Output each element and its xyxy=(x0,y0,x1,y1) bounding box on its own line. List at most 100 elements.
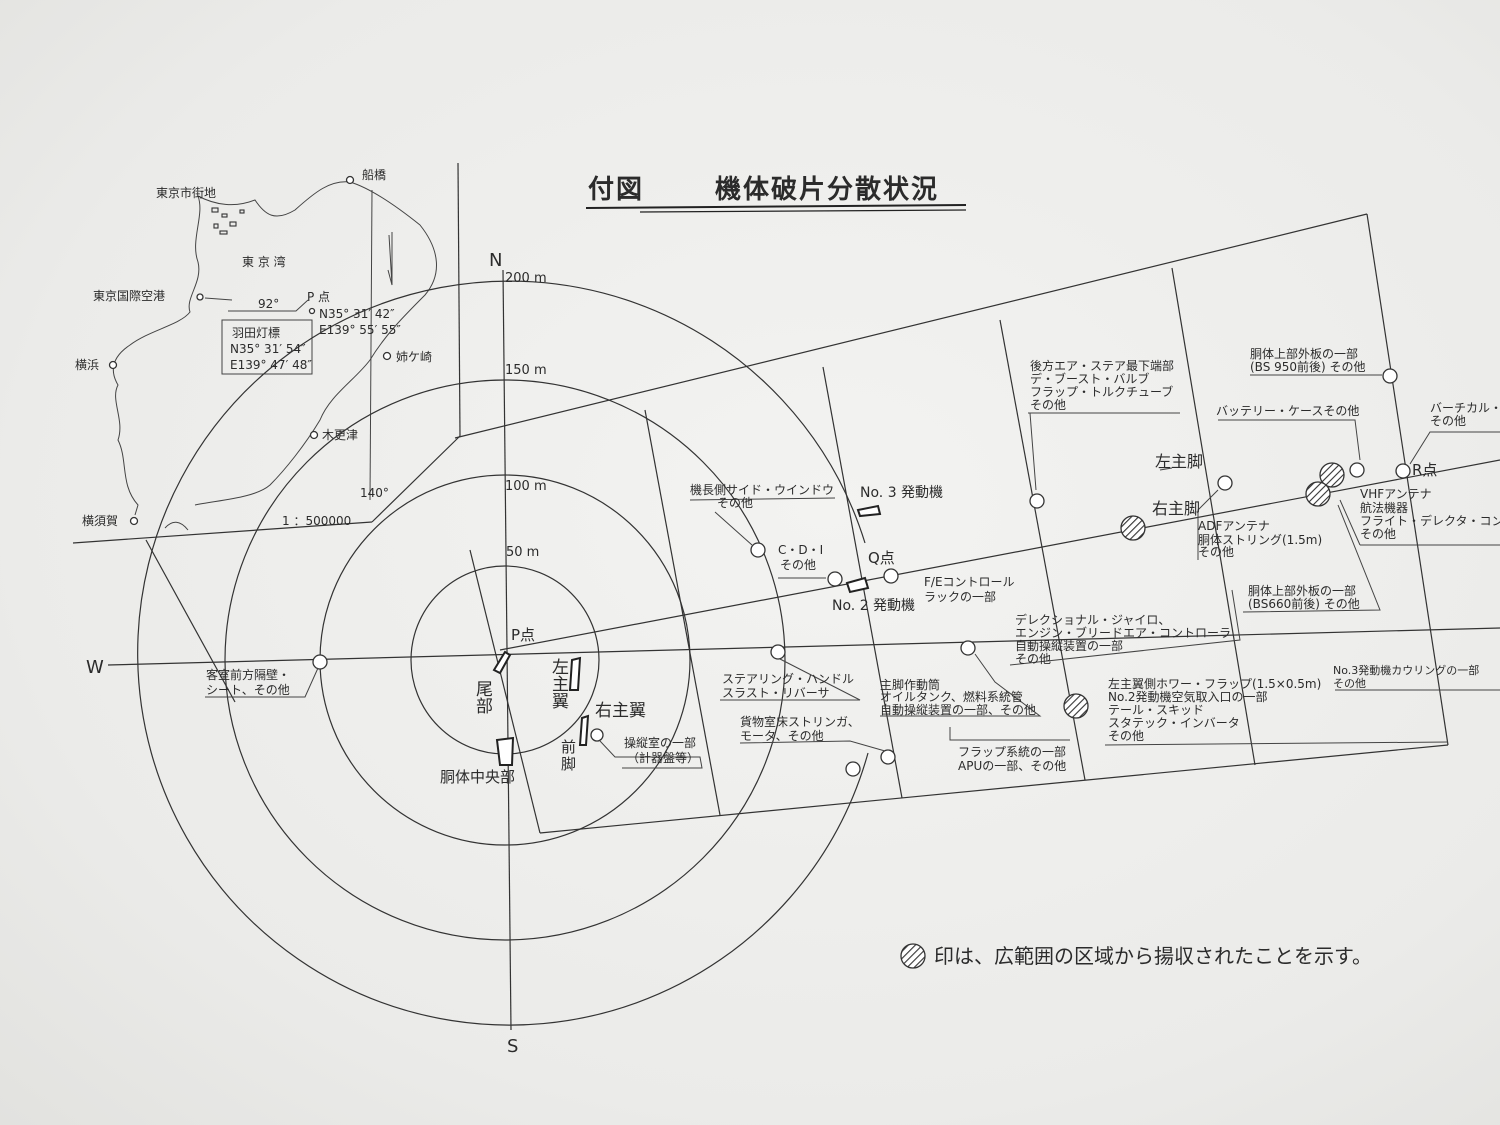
label-steer-2: スラスト・リバーサ xyxy=(722,686,830,700)
label-aft-3: フラップ・トルクチューブ xyxy=(1030,384,1173,399)
label-window-2: その他 xyxy=(717,496,753,510)
marker-cargo xyxy=(845,761,861,777)
no2-engine-symbol xyxy=(845,576,870,594)
point-r-label: R点 xyxy=(1412,461,1437,479)
tail-piece-symbol xyxy=(492,650,512,675)
label-angle: 92° xyxy=(258,297,279,311)
marker-battery xyxy=(1349,462,1365,478)
label-gyro-3: 自動操縦装置の一部 xyxy=(1015,638,1123,653)
ring-200m xyxy=(137,280,869,1026)
label-vertical-2: その他 xyxy=(1430,414,1466,428)
point-q-label: Q点 xyxy=(868,549,895,567)
label-right-wing: 右主翼 xyxy=(595,701,646,721)
label-gear-act-2: オイルタンク、燃料系統管 xyxy=(880,689,1023,704)
grid-0 xyxy=(469,549,541,834)
label-left-wing-3: 翼 xyxy=(552,692,569,712)
label-gyro-1: デレクショナル・ジャイロ、 xyxy=(1015,612,1170,627)
label-lwflap-3: テール・スキッド xyxy=(1108,703,1204,717)
no3-engine-symbol xyxy=(856,504,882,518)
label-bs950-2: (BS 950前後) その他 xyxy=(1250,359,1366,374)
label-beacon-lat: N35° 31′ 54″ xyxy=(230,342,306,356)
label-lwflap-2: No.2発動機空気取入口の一部 xyxy=(1108,689,1268,704)
corridor-upper-edge xyxy=(454,213,1368,439)
marker-gear-act xyxy=(880,749,896,765)
label-vhf-4: その他 xyxy=(1360,527,1396,541)
label-yokosuka: 横須賀 xyxy=(82,514,118,528)
label-lwflap-1: 左主翼側ホワー・フラップ(1.5×0.5m) xyxy=(1108,676,1321,691)
title-block: 付図 機体破片分散状況 xyxy=(585,175,967,213)
marker-bs950 xyxy=(1382,368,1398,384)
label-bs660-2: (BS660前後) その他 xyxy=(1248,596,1360,611)
compass-w: W xyxy=(86,657,104,678)
inset-map: 船橋 東京市街地 東 京 湾 東京国際空港 92° P 点 N35° 31′ 4… xyxy=(75,168,437,531)
anegasaki-marker xyxy=(382,351,392,361)
label-cockpit-2: （計器盤等） xyxy=(627,750,699,765)
marker-cdi xyxy=(827,571,843,587)
label-lwflap-4: スタテック・インバータ xyxy=(1108,716,1240,730)
hatched-marker-right-gear xyxy=(1120,515,1146,541)
label-kisarazu: 木更津 xyxy=(322,428,358,442)
flight-track xyxy=(499,459,1500,651)
label-flap-sys-2: APUの一部、その他 xyxy=(958,758,1066,773)
label-gyro-2: エンジン・ブリードエア・コントローラ xyxy=(1015,625,1231,640)
label-haneda-airport: 東京国際空港 xyxy=(93,289,165,303)
point-p-label: P点 xyxy=(511,626,535,644)
label-gear-act-3: 自動操縦装置の一部、その他 xyxy=(880,702,1036,717)
ring-150m xyxy=(224,379,786,941)
kisarazu-marker xyxy=(309,430,319,440)
compass-axes: N S W xyxy=(86,250,1500,1057)
label-tokyo-bay: 東 京 湾 xyxy=(242,254,286,269)
label-aft-1: 後方エア・ステア最下端部 xyxy=(1030,358,1174,373)
debris-field-grid xyxy=(145,213,1500,834)
inset-west-coast xyxy=(112,195,201,516)
marker-gyro xyxy=(960,640,976,656)
title-main: 機体破片分散状況 xyxy=(715,175,939,205)
marker-adf xyxy=(1217,475,1233,491)
label-tail-1: 尾 xyxy=(476,680,493,700)
label-nose-gear-2: 脚 xyxy=(561,755,576,773)
label-lon140: 140° xyxy=(360,486,389,500)
label-funabashi: 船橋 xyxy=(362,168,386,182)
label-left-gear: 左主脚 xyxy=(1155,452,1203,471)
title-underline-2 xyxy=(639,209,967,213)
label-fe-2: ラックの一部 xyxy=(924,589,996,604)
hatched-marker-bs660 xyxy=(1305,481,1331,507)
label-window-1: 機長側サイド・ウインドウ xyxy=(690,482,834,497)
label-vhf-3: フライト・デレクタ・コン xyxy=(1360,513,1500,528)
label-no3cowl-1: No.3発動機カウリングの一部 xyxy=(1333,663,1479,677)
label-vhf-2: 航法機器 xyxy=(1360,500,1408,515)
ring-label-50: 50 m xyxy=(506,545,539,560)
inset-east-coast xyxy=(194,181,437,506)
ew-axis xyxy=(107,627,1500,666)
marker-steering xyxy=(770,644,786,660)
grid-west-a xyxy=(145,539,236,703)
label-steer-1: ステアリング・ハンドル xyxy=(722,672,854,686)
inset-north-arrow xyxy=(387,234,393,286)
label-fuselage-center: 胴体中央部 xyxy=(440,768,515,786)
ring-label-200: 200 m xyxy=(505,271,547,286)
label-bs660-1: 胴体上部外板の一部 xyxy=(1248,583,1356,598)
title-underline xyxy=(585,204,967,209)
label-left-wing-1: 左 xyxy=(552,658,569,678)
label-flap-sys-1: フラップ系統の一部 xyxy=(958,744,1066,759)
label-beacon: 羽田灯標 xyxy=(232,326,280,340)
label-tokyo-city: 東京市街地 xyxy=(156,185,216,200)
label-cargo-2: モータ、その他 xyxy=(740,729,824,743)
haneda-beacon-marker xyxy=(196,293,204,301)
grid-1 xyxy=(644,409,721,816)
label-vertical-1: バーチカル・ xyxy=(1430,401,1500,415)
label-aft-4: その他 xyxy=(1030,398,1066,412)
label-cargo-1: 貨物室床ストリンガ、 xyxy=(740,714,860,729)
debris-labels: 尾 部 胴体中央部 左 主 翼 右主翼 前 脚 操縦室の一部 （計器盤等） 客室… xyxy=(206,346,1500,786)
label-battery: バッテリー・ケースその他 xyxy=(1216,404,1359,418)
label-scale: 1 ：500000 xyxy=(282,514,351,528)
inset-meridian-140 xyxy=(369,189,373,501)
debris-markers xyxy=(312,368,1411,777)
hatched-marker-lwflap xyxy=(1063,693,1089,719)
corridor-lower-edge xyxy=(539,744,1449,834)
label-cabin-2: シート、その他 xyxy=(206,683,290,697)
wreckage-symbols xyxy=(492,504,882,766)
label-adf-2: 胴体ストリング(1.5m) xyxy=(1198,533,1322,547)
